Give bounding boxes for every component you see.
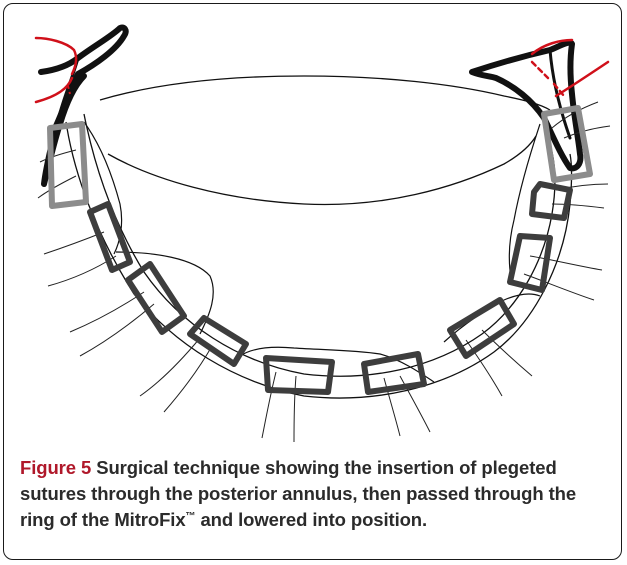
caption-text-end: and lowered into position. xyxy=(195,509,427,530)
leaflet-top-edge xyxy=(100,76,550,110)
pledget-4 xyxy=(266,358,332,392)
posterior-scallop-right xyxy=(444,294,540,342)
pledget-8 xyxy=(532,184,570,218)
pledget-commissure-group xyxy=(50,108,590,206)
pledget-5 xyxy=(364,354,424,392)
right-red-dashes xyxy=(532,62,564,96)
figure-frame: Figure 5 Surgical technique showing the … xyxy=(3,3,622,560)
pledget-2 xyxy=(128,264,184,332)
inner-annulus-curve xyxy=(84,114,555,376)
outer-annulus-curve xyxy=(66,122,572,398)
figure-label: Figure 5 xyxy=(20,457,91,478)
pledget-right-commissure xyxy=(544,108,590,180)
leaflet-coaptation-curve xyxy=(108,136,536,205)
pledget-group xyxy=(90,184,570,392)
trademark-symbol: ™ xyxy=(186,511,196,522)
figure-caption: Figure 5 Surgical technique showing the … xyxy=(20,455,615,533)
surgical-sketch xyxy=(4,4,622,444)
right-leaflet-outline xyxy=(472,43,580,169)
pledget-6 xyxy=(450,300,514,356)
